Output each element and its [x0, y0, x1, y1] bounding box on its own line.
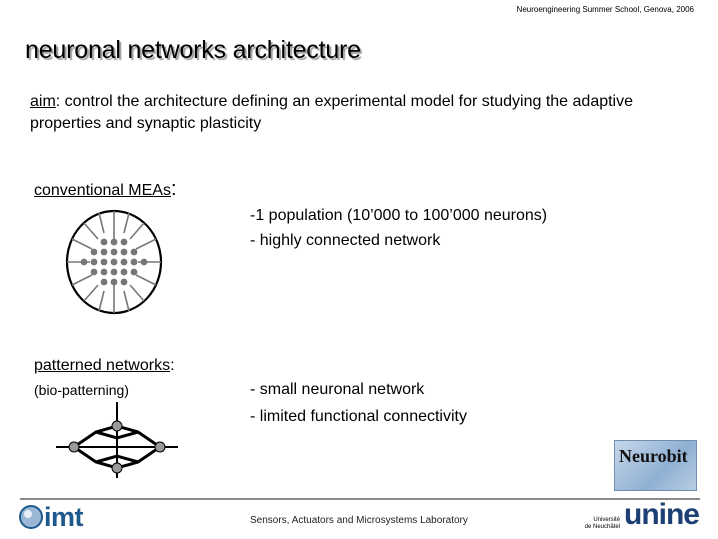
unine-caption-line-2: de Neuchâtel — [584, 524, 620, 530]
neurobit-logo: Neurobit — [619, 446, 688, 466]
patterned-label: patterned networks — [34, 357, 171, 374]
conventional-bullet-2: - highly connected network — [250, 232, 441, 249]
patterned-bullet-2: - limited functional connectivity — [250, 408, 467, 425]
electrode-dot — [110, 238, 118, 246]
electrode-dot — [120, 258, 128, 266]
unine-caption: Université de Neuchâtel — [580, 517, 620, 531]
electrode-dot — [90, 268, 98, 276]
header-event: Neuroengineering Summer School, Genova, … — [516, 5, 694, 14]
electrode-dot — [120, 248, 128, 256]
electrode-dot — [100, 258, 108, 266]
electrode-dot — [130, 268, 138, 276]
unine-logo: unine — [624, 498, 700, 531]
electrode-dot — [90, 248, 98, 256]
electrode-dot — [100, 278, 108, 286]
patterned-colon: : — [170, 357, 175, 374]
page-title: neuronal networks architecture — [25, 36, 361, 64]
electrode-dot — [100, 238, 108, 246]
electrode-dot — [120, 268, 128, 276]
imt-globe-icon — [19, 505, 43, 529]
patterned-bullet-1: - small neuronal network — [250, 381, 425, 398]
patterned-sublabel: (bio-patterning) — [34, 382, 129, 398]
electrode-dot — [110, 248, 118, 256]
aim-label: aim — [30, 93, 56, 110]
neurobit-logo-box — [614, 440, 697, 491]
electrode-dot — [110, 268, 118, 276]
electrode-dot — [110, 258, 118, 266]
conventional-label: conventional MEAs — [34, 182, 171, 199]
footer-lab-name: Sensors, Actuators and Microsystems Labo… — [250, 515, 468, 526]
electrode-dot — [100, 248, 108, 256]
electrode-dot — [130, 258, 138, 266]
electrode-dot — [110, 278, 118, 286]
footer-divider — [20, 498, 700, 500]
electrode-dot — [130, 248, 138, 256]
patterned-label-row: patterned networks: — [34, 357, 175, 375]
aim-text: : control the architecture defining an e… — [30, 93, 634, 132]
electrode-dot — [120, 278, 128, 286]
imt-logo: imt — [44, 502, 84, 532]
conventional-label-row: conventional MEAs: — [34, 178, 177, 201]
electrode-dot — [90, 258, 98, 266]
aim-paragraph: aim: control the architecture defining a… — [30, 91, 690, 135]
electrode-dot — [120, 238, 128, 246]
conventional-colon: : — [170, 178, 177, 200]
electrode-dot — [80, 258, 88, 266]
conventional-bullet-1: -1 population (10’000 to 100’000 neurons… — [250, 207, 548, 224]
mea-electrode-diagram — [65, 209, 163, 315]
electrode-dot — [100, 268, 108, 276]
unine-caption-line-1: Université — [593, 517, 620, 523]
patterned-network-diagram — [56, 402, 178, 478]
electrode-dot — [140, 258, 148, 266]
